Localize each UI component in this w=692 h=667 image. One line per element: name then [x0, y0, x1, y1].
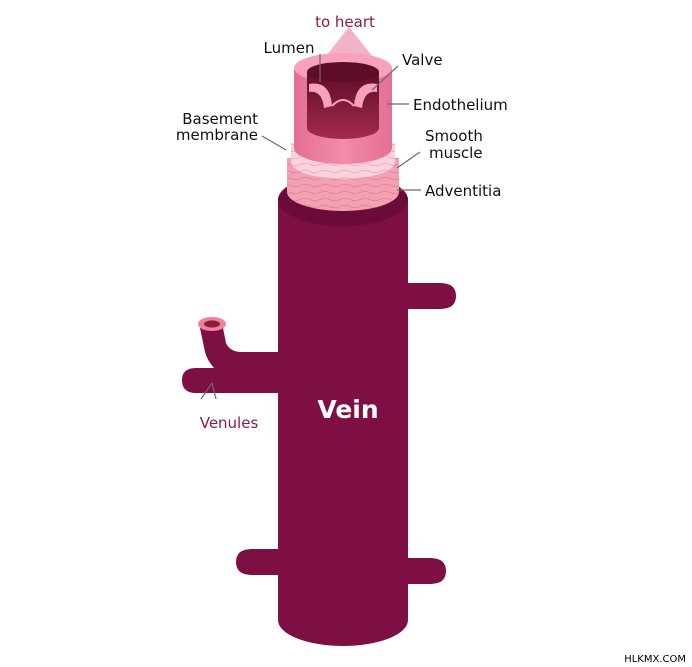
- leader-lines: [200, 54, 421, 400]
- vein-trunk: [278, 174, 408, 646]
- valve: [309, 83, 377, 108]
- label-smooth-line1: Smooth: [425, 127, 483, 145]
- label-adventitia: Adventitia: [425, 182, 501, 200]
- label-basement-line1: Basement: [182, 110, 258, 128]
- credit-text: HLKMX.COM: [624, 654, 686, 665]
- label-lumen: Lumen: [264, 39, 315, 57]
- label-vein: Vein: [317, 395, 378, 424]
- label-to-heart: to heart: [315, 13, 375, 31]
- label-basement-line2: membrane: [176, 126, 258, 144]
- label-valve: Valve: [402, 51, 443, 69]
- label-endothelium: Endothelium: [413, 96, 508, 114]
- lumen: [307, 72, 379, 139]
- right-upper-branch: [408, 283, 456, 309]
- label-venules: Venules: [200, 414, 259, 432]
- left-lower-branch: [236, 549, 278, 575]
- left-venule-branch: [182, 328, 280, 393]
- right-lower-branch: [408, 558, 446, 584]
- venule-opening: [198, 317, 226, 331]
- label-smooth-line2: muscle: [429, 144, 483, 162]
